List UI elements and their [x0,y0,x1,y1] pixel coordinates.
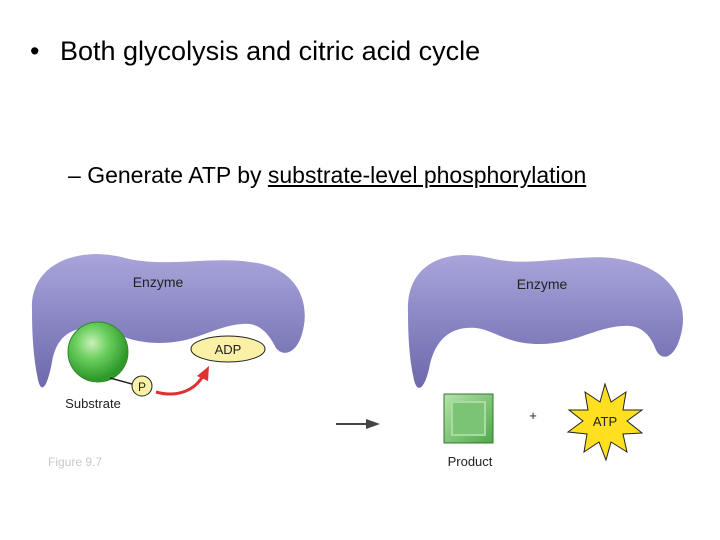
atp-label: ATP [593,414,617,429]
substrate-circle [68,322,128,382]
right-enzyme-shape [408,255,683,388]
product-label: Product [448,454,493,469]
product-square-inner [452,402,485,435]
left-enzyme-label: Enzyme [133,274,184,290]
figure-number: Figure 9.7 [48,455,102,469]
adp-label: ADP [215,342,242,357]
phosphate-bond-line [110,378,132,384]
right-enzyme-label: Enzyme [517,276,568,292]
plus-sign: + [529,408,537,423]
reaction-arrowhead [366,419,380,429]
substrate-label: Substrate [65,396,121,411]
phosphate-transfer-arrow [156,374,204,394]
phosphate-label: P [138,380,146,394]
